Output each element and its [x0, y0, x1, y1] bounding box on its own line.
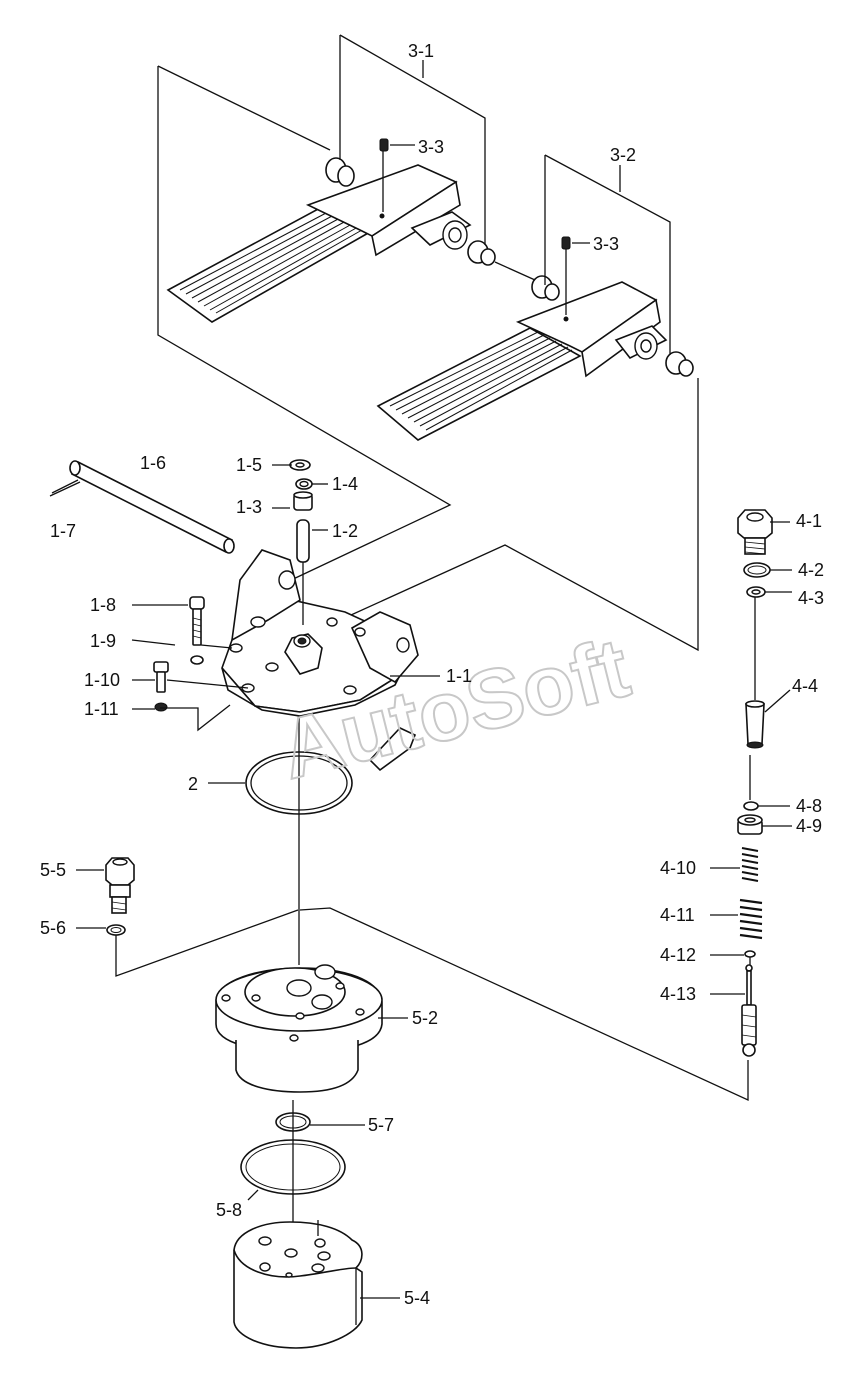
callout-1-8: 1-8	[90, 595, 116, 615]
callout-4-3: 4-3	[798, 588, 824, 608]
valve-parts-5	[105, 857, 408, 1349]
callout-1-9: 1-9	[90, 631, 116, 651]
pedal-3-1	[166, 138, 472, 323]
callout-1-10: 1-10	[84, 670, 120, 690]
callout-1-3: 1-3	[236, 497, 262, 517]
callout-3-2: 3-2	[610, 145, 636, 165]
valve-stack-4	[299, 509, 773, 1102]
callout-4-11: 4-11	[660, 905, 695, 925]
spool-parts	[289, 459, 313, 625]
bolts	[153, 596, 249, 732]
callout-4-9: 4-9	[796, 816, 822, 836]
callout-4-2: 4-2	[798, 560, 824, 580]
callout-4-10: 4-10	[660, 858, 696, 878]
callout-1-1: 1-1	[446, 666, 472, 686]
callout-1-2: 1-2	[332, 521, 358, 541]
callout-1-6: 1-6	[140, 453, 166, 473]
callout-1-11: 1-11	[84, 699, 119, 719]
label-leaders	[76, 464, 792, 995]
callout-3-3: 3-3	[593, 234, 619, 254]
callout-3-3: 3-3	[418, 137, 444, 157]
callout-5-5: 5-5	[40, 860, 66, 880]
callout-4-13: 4-13	[660, 984, 696, 1004]
bushing	[325, 157, 694, 377]
callout-4-12: 4-12	[660, 945, 696, 965]
callout-2: 2	[188, 774, 198, 794]
pedal-3-2	[376, 236, 668, 441]
callout-5-8: 5-8	[216, 1200, 242, 1220]
callout-4-4: 4-4	[792, 676, 818, 696]
callout-5-2: 5-2	[412, 1008, 438, 1028]
callout-4-8: 4-8	[796, 796, 822, 816]
callout-1-5: 1-5	[236, 455, 262, 475]
pin-1-6	[49, 460, 235, 554]
callout-3-1: 3-1	[408, 41, 434, 61]
leader-lines	[157, 34, 699, 652]
o-ring-2	[245, 718, 353, 965]
callout-5-4: 5-4	[404, 1288, 430, 1308]
callout-5-6: 5-6	[40, 918, 66, 938]
callout-5-7: 5-7	[368, 1115, 394, 1135]
callout-4-1: 4-1	[796, 511, 822, 531]
callout-1-4: 1-4	[332, 474, 358, 494]
callout-labels: 3-1 3-3 3-2 3-3 1-6 1-7 1-5 1-4 1-3 1-2 …	[40, 41, 824, 1308]
pedal-body-1-1	[221, 549, 419, 772]
callout-1-7: 1-7	[50, 521, 76, 541]
